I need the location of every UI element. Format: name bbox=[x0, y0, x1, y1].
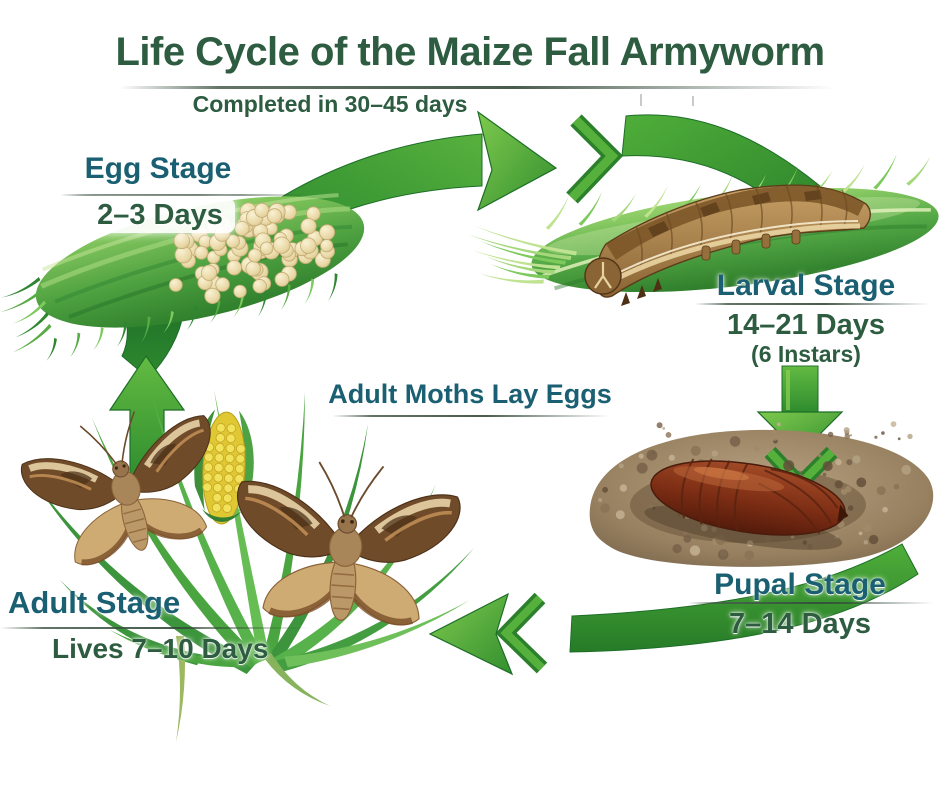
pupal-stage-duration: 7–14 Days bbox=[729, 608, 871, 640]
egg-stage-label: Egg Stage bbox=[84, 152, 232, 185]
egg-stage-duration: 2–3 Days bbox=[60, 198, 260, 233]
larval-stage-duration: 14–21 Days bbox=[726, 309, 886, 341]
adult-moths-lay-eggs-note: Adult Moths Lay Eggs bbox=[328, 379, 612, 409]
maize-plant-illustration bbox=[28, 390, 474, 742]
adult-stage-label: Adult Stage bbox=[8, 585, 181, 620]
title-divider bbox=[120, 86, 835, 89]
arrow-pupa-to-adult bbox=[428, 543, 919, 676]
larva-illustration bbox=[468, 154, 939, 306]
stray-mark bbox=[640, 94, 642, 106]
pupa-illustration bbox=[589, 421, 934, 567]
center-note-divider bbox=[332, 415, 610, 417]
egg-stage-divider bbox=[60, 194, 310, 196]
pupal-stage-divider bbox=[688, 602, 933, 604]
adult-stage-duration: Lives 7–10 Days bbox=[52, 633, 269, 664]
larval-stage-divider bbox=[695, 303, 930, 305]
caterpillar bbox=[584, 183, 871, 306]
pupa bbox=[644, 458, 849, 550]
larval-stage-instars: (6 Instars) bbox=[751, 341, 861, 367]
egg-cluster-illustration bbox=[0, 193, 365, 361]
stray-mark bbox=[692, 96, 694, 106]
larval-stage-label: Larval Stage bbox=[716, 269, 896, 302]
cycle-duration-subtitle: Completed in 30–45 days bbox=[192, 91, 468, 117]
corn-cob bbox=[194, 409, 254, 525]
page-title: Life Cycle of the Maize Fall Armyworm bbox=[115, 30, 825, 74]
adult-stage-divider bbox=[0, 627, 310, 629]
pupal-stage-label: Pupal Stage bbox=[714, 568, 886, 601]
